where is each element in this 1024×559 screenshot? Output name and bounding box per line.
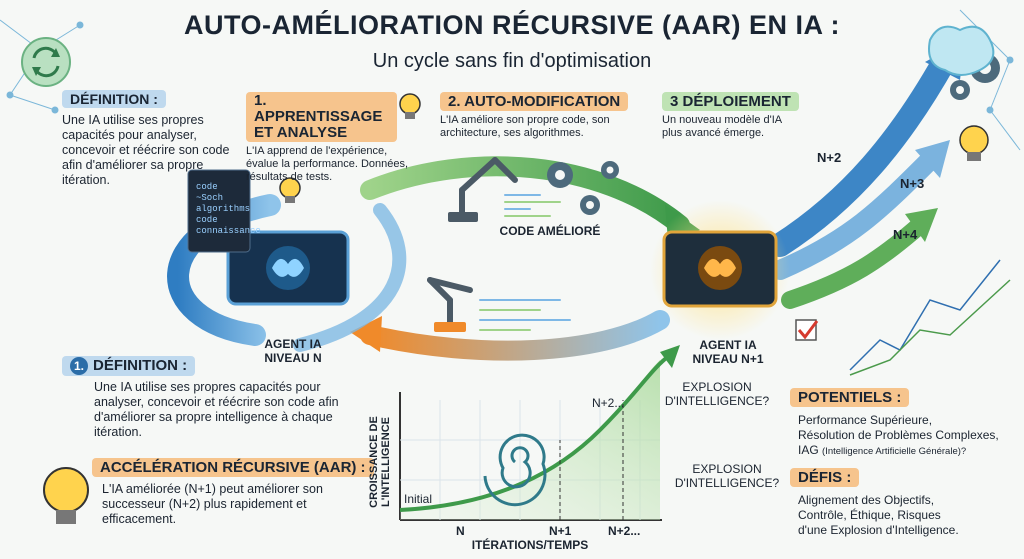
- agent-n-label: AGENT IA NIVEAU N: [264, 337, 322, 365]
- step-3-heading: 3 DÉPLOIEMENT: [662, 92, 799, 111]
- graph-tick-n: N: [456, 524, 465, 538]
- code-line: code: [196, 182, 218, 192]
- definition-bottom-text: Une IA utilise ses propres capacités pou…: [94, 380, 339, 440]
- step-2-number: 2.: [448, 93, 461, 110]
- code-line: algorithms: [196, 204, 251, 214]
- code-line: connaissance: [196, 226, 261, 236]
- step-2-text: L'IA améliore son propre code, son archi…: [440, 114, 610, 139]
- chip-level-n: [226, 230, 350, 306]
- potentiels-item: IAG (Intelligence Artificielle Générale)…: [798, 443, 1020, 459]
- defis-item: d'une Explosion d'Intelligence.: [798, 523, 959, 537]
- step-1-heading: 1. APPRENTISSAGE ET ANALYSE: [246, 92, 397, 142]
- growth-spiral: [483, 433, 547, 507]
- code-lines-decor: [479, 194, 571, 331]
- lightbulb-icon-screen: [279, 177, 301, 203]
- growth-graph: [399, 345, 680, 521]
- screen-code-text: code ~Soch algorithms code connaissance: [196, 182, 261, 237]
- graph-tick-n2: N+2...: [608, 524, 641, 538]
- definition-bottom-number: 1.: [70, 357, 88, 376]
- lightbulb-icon-right: [959, 125, 989, 161]
- cycle-arrow-bottom-orange: [360, 310, 670, 361]
- step-3: 3 DÉPLOIEMENT Un nouveau modèle d'IA plu…: [662, 92, 812, 140]
- potentiels-iag: IAG: [798, 443, 819, 457]
- acceleration-heading: ACCÉLÉRATION RÉCURSIVE (AAR) :: [92, 458, 374, 477]
- potentiels-iag-note: (Intelligence Artificielle Générale)?: [822, 446, 967, 457]
- potentiels-item: Performance Supérieure,: [798, 413, 933, 427]
- graph-x-label: ITÉRATIONS/TEMPS: [471, 538, 589, 552]
- step-3-text: Un nouveau modèle d'IA plus avancé émerg…: [662, 114, 782, 139]
- potentiels-heading: POTENTIELS :: [790, 388, 910, 407]
- acceleration-text: L'IA améliorée (N+1) peut améliorer son …: [102, 482, 323, 526]
- step-1: 1. APPRENTISSAGE ET ANALYSE L'IA apprend…: [246, 92, 426, 184]
- arrow-label-n3: N+3: [900, 176, 925, 191]
- code-line: ~Soch: [196, 193, 224, 203]
- code-line: code: [196, 215, 218, 225]
- defis-item: Contrôle, Éthique, Risques: [798, 508, 941, 522]
- page-title: AUTO-AMÉLIORATION RÉCURSIVE (AAR) EN IA …: [184, 10, 840, 40]
- step-3-number: 3: [670, 93, 679, 110]
- arrow-label-n2: N+2: [817, 150, 842, 165]
- lightbulb-icon-step1: [399, 93, 421, 119]
- checkmark-icon: [795, 319, 819, 341]
- growth-arrow-n4: [781, 216, 929, 309]
- definition-top: DÉFINITION : Une IA utilise ses propres …: [62, 90, 247, 188]
- agent-n1-label: AGENT IA NIVEAU N+1: [692, 338, 764, 366]
- definition-bottom-title: DÉFINITION :: [93, 357, 188, 374]
- graph-y-label: CROISSANCE DE L'INTELLIGENCE: [368, 416, 392, 508]
- graph-tick-n1: N+1: [549, 524, 572, 538]
- lightbulb-icon-bottom-left: [43, 467, 89, 524]
- trend-line-decor: [849, 259, 1011, 376]
- cycle-arrow-top-green: [360, 156, 690, 235]
- step-2-title: AUTO-MODIFICATION: [464, 93, 621, 110]
- refresh-icon: [21, 37, 71, 87]
- definition-bottom-heading: 1. DÉFINITION :: [62, 356, 196, 377]
- definition-top-heading: DÉFINITION :: [62, 90, 166, 108]
- chip-level-n1: [662, 230, 778, 308]
- growth-arrow-n3: [770, 150, 940, 280]
- graph-top-label: N+2...: [592, 396, 625, 410]
- brain-icon: [928, 25, 995, 76]
- potentiels-list: Performance Supérieure, Résolution de Pr…: [790, 413, 1020, 459]
- explosion-label-top: EXPLOSION D'INTELLIGENCE?: [664, 380, 770, 408]
- step-1-number: 1.: [254, 92, 267, 109]
- arrow-label-n4: N+4: [893, 227, 918, 242]
- growth-curve: [399, 353, 672, 512]
- defis-section: DÉFIS : Alignement des Objectifs, Contrô…: [790, 468, 1020, 538]
- defis-heading: DÉFIS :: [790, 468, 860, 487]
- defis-item: Alignement des Objectifs,: [798, 493, 935, 507]
- code-screen: [187, 169, 251, 253]
- definition-bottom: 1. DÉFINITION : Une IA utilise ses propre…: [62, 356, 352, 440]
- acceleration-section: ACCÉLÉRATION RÉCURSIVE (AAR) : L'IA amél…: [92, 458, 382, 527]
- potentiels-section: POTENTIELS : Performance Supérieure, Rés…: [790, 388, 1020, 459]
- cycle-arrow-left-return: [293, 203, 407, 352]
- step-2: 2. AUTO-MODIFICATION L'IA améliore son p…: [440, 92, 640, 140]
- step-1-text: L'IA apprend de l'expérience, évalue la …: [246, 145, 409, 183]
- step-1-title: APPRENTISSAGE ET ANALYSE: [254, 108, 383, 141]
- graph-initial-label: Initial: [404, 492, 433, 506]
- robot-arm-bottom: [427, 277, 473, 328]
- step-2-heading: 2. AUTO-MODIFICATION: [440, 92, 629, 111]
- growth-arrow-n2: [768, 48, 957, 257]
- page-subtitle: Un cycle sans fin d'optimisation: [372, 50, 652, 72]
- defis-list: Alignement des Objectifs, Contrôle, Éthi…: [790, 493, 1020, 538]
- step-3-title: DÉPLOIEMENT: [682, 93, 791, 110]
- definition-top-text: Une IA utilise ses propres capacités pou…: [62, 113, 230, 187]
- code-ameliore-label: CODE AMÉLIORÉ: [499, 224, 601, 238]
- gear-icon-group: [547, 161, 619, 215]
- robot-arm-top: [459, 157, 518, 218]
- potentiels-item: Résolution de Problèmes Complexes,: [798, 428, 999, 442]
- explosion-label-mid: EXPLOSION D'INTELLIGENCE?: [674, 462, 780, 490]
